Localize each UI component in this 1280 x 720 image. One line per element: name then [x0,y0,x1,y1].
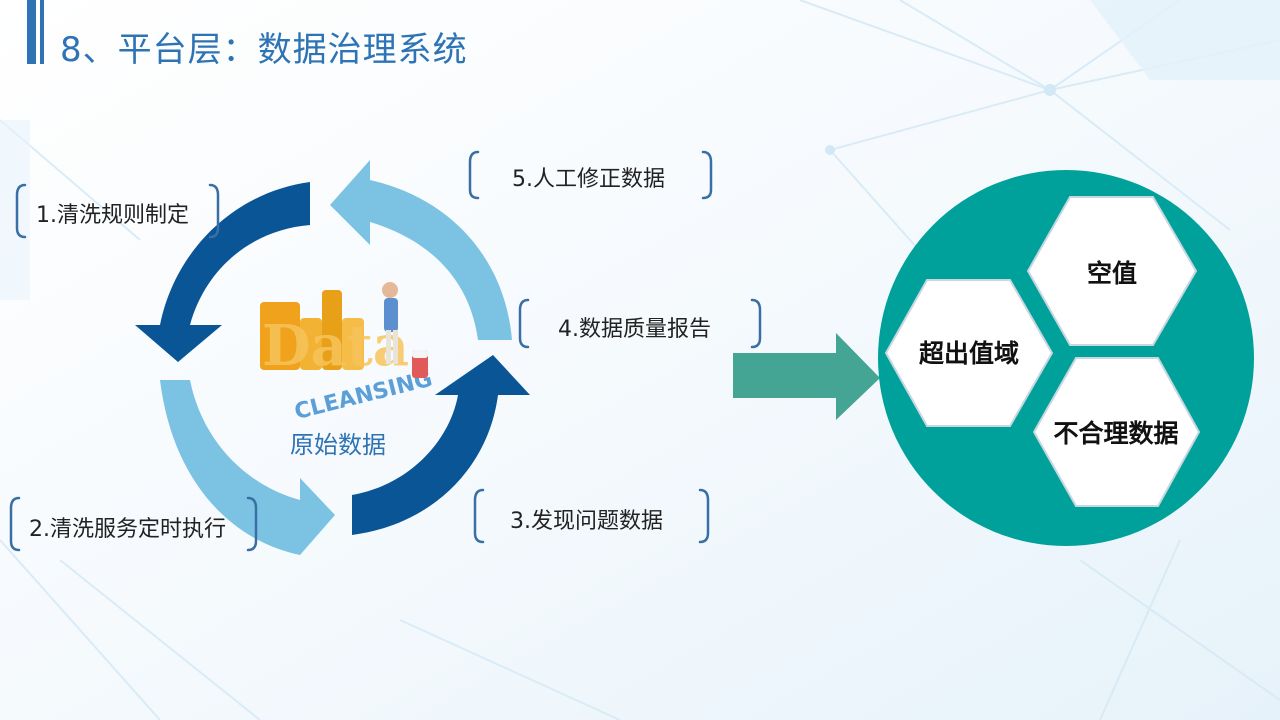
data-cleansing-logo: Data CLEANSING [260,282,435,425]
hexagon-bottom-right [1032,357,1201,507]
step-label-3: 3.发现问题数据 [510,509,663,534]
hexagon-top [1026,196,1198,346]
cycle-arrow-top-left [135,182,310,362]
hex-label-unreasonable: 不合理数据 [1053,419,1179,448]
page-title: 8、平台层：数据治理系统 [60,30,468,70]
cycle-arrow-bottom-right [352,355,530,535]
step-label-5: 5.人工修正数据 [512,167,665,192]
raw-data-label: 原始数据 [290,431,386,459]
step-label-4: 4.数据质量报告 [558,317,711,342]
step-brackets [9,150,762,552]
cycle-arrow-bottom-left [160,380,335,555]
title-accent-bar-thin [40,0,44,64]
cycle-arrow-top-right [330,160,512,340]
step-label-1: 1.清洗规则制定 [36,203,189,228]
result-arrow [733,333,880,420]
hexagon-left [884,279,1054,427]
step-label-2: 2.清洗服务定时执行 [29,517,226,542]
hex-label-null: 空值 [1086,259,1138,288]
title-accent-bar [27,0,36,64]
hexagon-shapes [884,196,1201,507]
hex-label-out-of-range: 超出值域 [918,339,1020,368]
